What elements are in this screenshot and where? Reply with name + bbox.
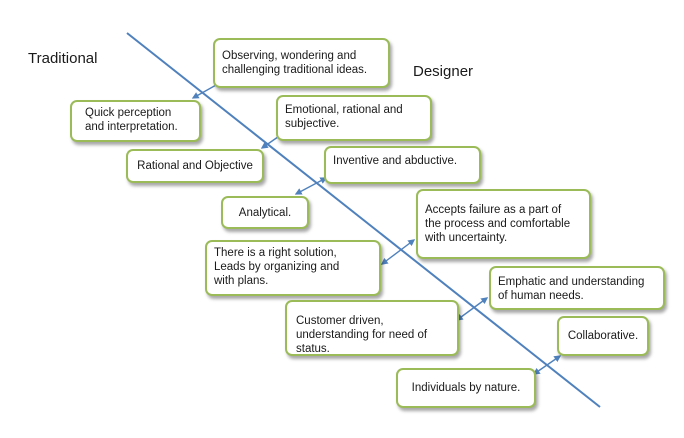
traditional-box-customer-driven: Customer driven, understanding for need …	[285, 300, 459, 356]
traditional-box-text: There is a right solution, Leads by orga…	[214, 247, 340, 287]
connector-arrow-5	[455, 297, 489, 321]
designer-box-emotional: Emotional, rational and subjective.	[276, 95, 432, 141]
connector-arrow-6	[532, 355, 562, 375]
heading-traditional: Traditional	[28, 50, 98, 67]
designer-box-text: Collaborative.	[567, 330, 639, 342]
traditional-box-rational-objective: Rational and Objective	[126, 149, 264, 183]
designer-box-text: Emphatic and understanding of human need…	[498, 276, 645, 302]
traditional-box-individuals: Individuals by nature.	[396, 368, 536, 408]
designer-box-text: Inventive and abductive.	[333, 155, 458, 167]
connector-arrow-4	[380, 239, 416, 265]
designer-box-text: Accepts failure as a part of the process…	[425, 204, 571, 244]
heading-designer: Designer	[413, 63, 474, 80]
traditional-box-text: Individuals by nature.	[411, 382, 521, 394]
traditional-box-quick-perception: Quick perception and interpretation.	[70, 100, 201, 142]
designer-box-inventive: Inventive and abductive.	[324, 146, 481, 184]
designer-box-text: Observing, wondering and challenging tra…	[222, 50, 368, 76]
traditional-box-right-solution: There is a right solution, Leads by orga…	[205, 240, 381, 296]
traditional-box-text: Quick perception and interpretation.	[85, 107, 178, 133]
traditional-box-text: Analytical.	[238, 206, 292, 219]
connector-arrow-3	[294, 177, 328, 195]
designer-box-collaborative: Collaborative.	[557, 316, 649, 356]
designer-box-accepts-failure: Accepts failure as a part of the process…	[416, 189, 591, 259]
traditional-box-analytical: Analytical.	[221, 196, 309, 229]
traditional-box-text: Rational and Objective	[137, 160, 253, 172]
designer-box-emphatic: Emphatic and understanding of human need…	[489, 266, 665, 310]
designer-box-observing: Observing, wondering and challenging tra…	[213, 38, 390, 88]
designer-box-text: Emotional, rational and subjective.	[285, 104, 403, 130]
traditional-box-text: Customer driven, understanding for need …	[296, 315, 428, 355]
